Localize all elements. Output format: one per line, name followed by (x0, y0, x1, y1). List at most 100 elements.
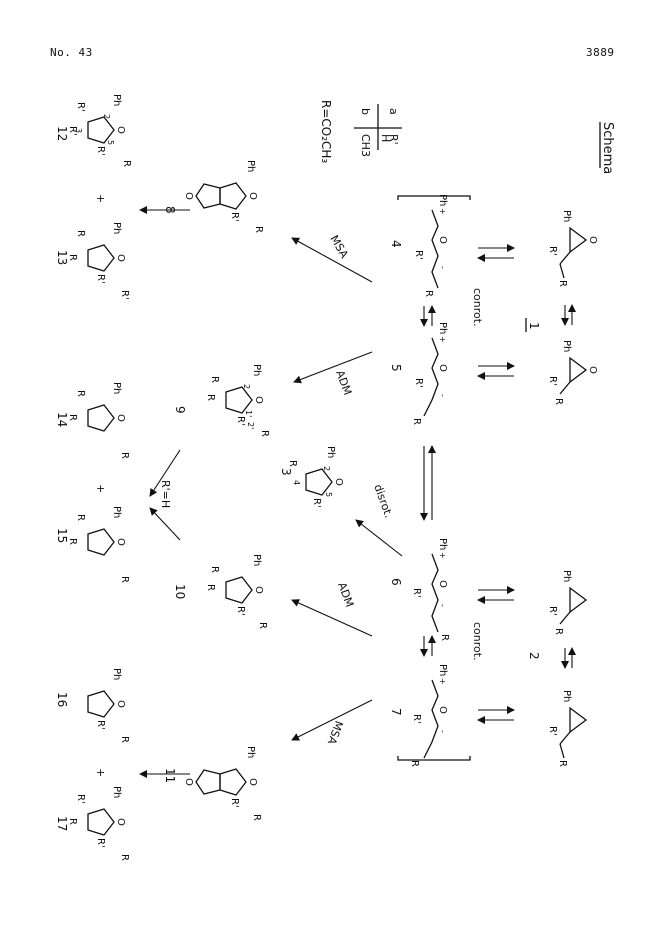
compound-label-8: 8 (163, 206, 177, 214)
svg-text:+: + (438, 552, 447, 559)
compound-label-9: 9 (173, 406, 187, 414)
svg-text:O: O (437, 236, 448, 244)
svg-text:O: O (437, 364, 448, 372)
svg-text:Ph: Ph (111, 668, 122, 680)
table-row-a-value: H (379, 134, 392, 142)
compound-13: O Ph R' R' R R (67, 222, 130, 300)
svg-text:R': R' (119, 290, 130, 300)
svg-text:O: O (115, 254, 126, 262)
compound-3: O Ph R' R 2 4 5 (287, 446, 344, 508)
svg-text:R: R (209, 566, 220, 573)
compound-label-6: 6 (389, 578, 403, 586)
svg-text:R': R' (235, 416, 246, 426)
svg-text:O: O (437, 706, 448, 714)
svg-text:Ph: Ph (245, 746, 256, 758)
svg-text:Ph: Ph (111, 506, 122, 518)
ylide-5: Ph + O R' - R (411, 322, 448, 425)
svg-text:O: O (333, 478, 344, 486)
svg-text:-: - (438, 604, 447, 607)
svg-text:R': R' (235, 606, 246, 616)
compound-1a: O Ph R' R (547, 210, 598, 287)
svg-text:R: R (119, 452, 130, 459)
svg-text:Ph: Ph (111, 94, 122, 106)
plus-14-15: + (96, 482, 105, 495)
svg-text:R: R (209, 376, 220, 383)
svg-text:R: R (251, 814, 262, 821)
compound-label-3: 3 (279, 468, 293, 476)
svg-text:R: R (557, 760, 568, 767)
compound-label-15: 15 (55, 528, 69, 543)
svg-text:Ph: Ph (561, 340, 572, 352)
svg-text:Ph: Ph (561, 690, 572, 702)
svg-text:R': R' (547, 246, 558, 256)
svg-text:Ph: Ph (111, 222, 122, 234)
svg-text:R': R' (413, 378, 424, 388)
svg-text:Ph: Ph (437, 322, 448, 334)
compound-14: O Ph R R R (67, 382, 130, 459)
svg-text:-: - (438, 266, 447, 269)
ylide-bracket (397, 195, 471, 761)
table-row-b-label: b (359, 108, 372, 115)
svg-text:R': R' (547, 376, 558, 386)
compound-12: O Ph R' R R' R' 2 3 5 (67, 94, 132, 167)
svg-text:Ph: Ph (437, 664, 448, 676)
reagent-disrot: disrot. (371, 483, 395, 520)
svg-text:R: R (75, 514, 86, 521)
svg-text:R: R (75, 230, 86, 237)
reagent-adm-1: ADM (333, 369, 354, 397)
reagent-msa-2: MSA (325, 719, 346, 747)
svg-text:R: R (121, 160, 132, 167)
svg-text:4: 4 (292, 480, 301, 485)
compound-label-13: 13 (55, 250, 69, 265)
svg-text:O: O (183, 192, 194, 200)
svg-text:Ph: Ph (111, 786, 122, 798)
reaction-arrows (139, 206, 403, 778)
compound-label-7: 7 (389, 708, 403, 716)
svg-text:O: O (247, 192, 258, 200)
compound-9: O Ph R' R R R 2 1' 2' (205, 364, 270, 437)
reagent-rh: R'=H (159, 480, 172, 508)
plus-12-13: + (96, 192, 105, 205)
svg-text:R: R (253, 226, 264, 233)
svg-text:R': R' (547, 606, 558, 616)
reagent-msa-1: MSA (327, 233, 351, 261)
svg-text:R': R' (547, 726, 558, 736)
svg-text:R: R (119, 736, 130, 743)
ylide-6: Ph + O R' - R (411, 538, 450, 641)
svg-text:R: R (205, 394, 216, 401)
compound-15: O Ph R R R (67, 506, 130, 583)
svg-text:R: R (67, 538, 78, 545)
svg-text:R': R' (229, 798, 240, 808)
svg-text:R: R (67, 414, 78, 421)
svg-text:O: O (253, 396, 264, 404)
svg-text:2: 2 (242, 384, 251, 389)
svg-text:R': R' (75, 102, 86, 112)
svg-text:R: R (257, 622, 268, 629)
svg-text:2': 2' (246, 422, 255, 429)
svg-text:Ph: Ph (561, 210, 572, 222)
reagent-conrot-1: conrot. (471, 288, 484, 327)
svg-text:R: R (75, 390, 86, 397)
svg-text:+: + (438, 678, 447, 685)
scheme-title-group: Schema (599, 122, 615, 174)
journal-issue: No. 43 (50, 46, 93, 59)
svg-text:R': R' (95, 274, 106, 284)
svg-text:O: O (115, 700, 126, 708)
svg-text:R: R (557, 280, 568, 287)
compound-label-14: 14 (55, 412, 69, 427)
svg-text:R': R' (75, 794, 86, 804)
svg-text:O: O (115, 818, 126, 826)
compound-1b: O Ph R' R (547, 340, 598, 405)
svg-text:R: R (67, 818, 78, 825)
svg-text:+: + (438, 208, 447, 215)
svg-text:R: R (67, 254, 78, 261)
svg-text:Ph: Ph (111, 382, 122, 394)
r-definition: R=CO₂CH₃ (319, 100, 333, 163)
r-definition-group: R=CO₂CH₃ (319, 100, 333, 163)
compound-label-17: 17 (55, 816, 69, 831)
svg-text:R: R (411, 418, 422, 425)
svg-text:1': 1' (244, 410, 253, 417)
compound-2a: Ph R' R (547, 570, 587, 635)
svg-text:+: + (438, 336, 447, 343)
